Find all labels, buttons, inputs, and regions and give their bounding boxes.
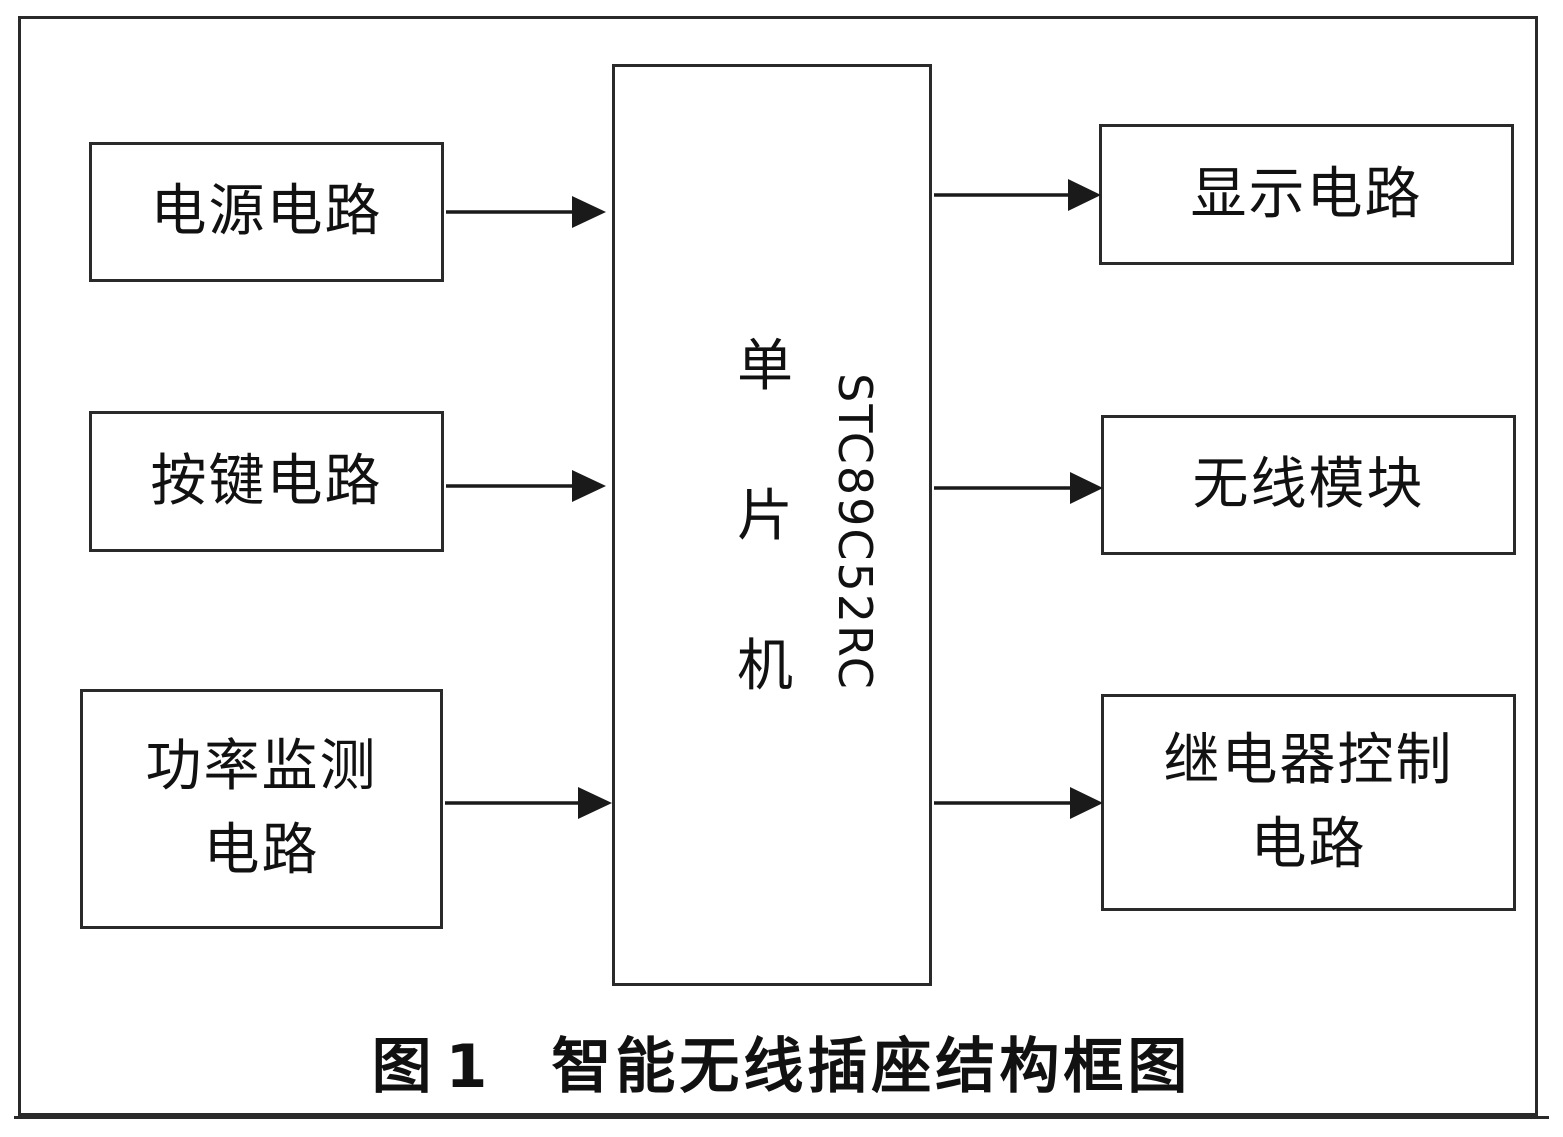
key-circuit-label: 按键电路 [150,448,383,514]
mcu-char-3: 机 [737,634,793,699]
arrowhead-mcu-to-display [1068,179,1101,211]
diagram-frame [18,16,1538,1116]
arrowhead-mcu-to-relay [1070,787,1103,819]
mcu-char-2: 片 [737,484,793,549]
power-circuit-label: 电源电路 [150,179,383,244]
arrowhead-keys-to-mcu [572,470,606,502]
relay-control-block: 继电器控制 电路 [1101,694,1516,911]
key-circuit-block: 按键电路 [89,411,444,552]
relay-control-label-line2: 电路 [1250,811,1367,877]
power-monitor-label-line2: 电路 [203,818,320,883]
wireless-module-block: 无线模块 [1101,415,1516,555]
mcu-name: 单 片 机 [725,292,805,742]
power-monitor-block: 功率监测 电路 [80,689,443,929]
arrowhead-power-to-mcu [572,196,606,228]
bottom-rule [14,1116,1549,1119]
arrowhead-monitor-to-mcu [578,787,612,819]
display-circuit-block: 显示电路 [1099,124,1514,265]
caption-title: 智能无线插座结构框图 [551,1032,1192,1102]
wireless-module-label: 无线模块 [1192,452,1425,517]
arrowhead-mcu-to-wireless [1070,472,1103,504]
mcu-block: 单 片 机 STC89C52RC [612,64,932,986]
relay-control-label-line1: 继电器控制 [1163,727,1454,793]
power-monitor-label-line1: 功率监测 [145,734,378,799]
caption-number: 1 [445,1032,492,1102]
mcu-char-1: 单 [737,334,793,399]
power-circuit-block: 电源电路 [89,142,444,282]
display-circuit-label: 显示电路 [1190,161,1423,227]
caption-label: 图 [371,1032,436,1102]
